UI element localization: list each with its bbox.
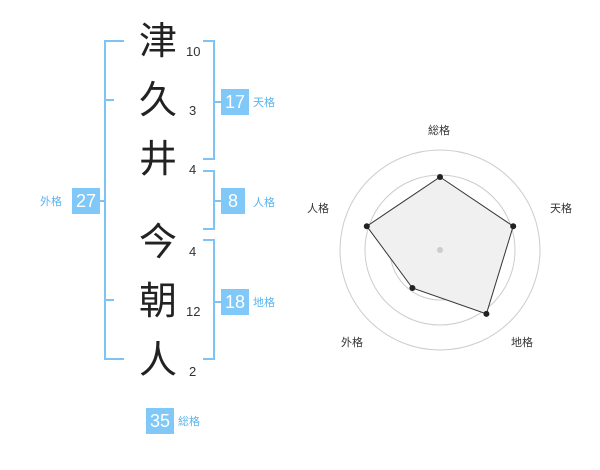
soukaku-badge: 35 — [146, 408, 174, 434]
radar-label-chikaku: 地格 — [511, 336, 533, 349]
radar-point-1 — [437, 174, 443, 180]
name-char-2: 久 — [138, 78, 177, 122]
radar-label-gaikaku: 外格 — [341, 336, 363, 349]
jinkaku-label: 人格 — [253, 196, 275, 209]
radar-label-tenkaku: 天格 — [550, 202, 572, 215]
stroke-count-4: 4 — [189, 244, 197, 259]
radar-center-dot — [437, 247, 443, 253]
stroke-count-2: 3 — [189, 103, 197, 118]
radar-point-5 — [363, 223, 370, 230]
soukaku-label: 総格 — [178, 415, 200, 428]
stroke-count-3: 4 — [189, 162, 197, 177]
radar-point-3 — [483, 310, 490, 317]
chikaku-label: 地格 — [253, 296, 275, 309]
chikaku-badge: 18 — [221, 289, 249, 315]
name-char-5: 朝 — [138, 279, 177, 323]
radar-label-soukaku: 総格 — [428, 124, 450, 137]
name-char-6: 人 — [138, 338, 177, 382]
gaikaku-label: 外格 — [40, 195, 62, 208]
radar-points — [363, 174, 517, 317]
gaikaku-badge: 27 — [72, 188, 100, 214]
radar-point-2 — [510, 223, 517, 230]
name-char-4: 今 — [138, 220, 177, 264]
jinkaku-badge: 8 — [221, 188, 245, 214]
radar-area — [366, 176, 514, 315]
stroke-count-1: 10 — [186, 44, 201, 59]
name-char-1: 津 — [138, 19, 177, 63]
name-char-3: 井 — [138, 137, 177, 181]
tenkaku-badge: 17 — [221, 89, 249, 115]
tenkaku-label: 天格 — [253, 96, 275, 109]
stroke-count-6: 2 — [189, 364, 197, 379]
radar-label-jinkaku: 人格 — [307, 202, 329, 215]
stroke-count-5: 12 — [186, 304, 201, 319]
radar-point-4 — [409, 285, 416, 291]
radar-ring-4 — [339, 149, 541, 351]
